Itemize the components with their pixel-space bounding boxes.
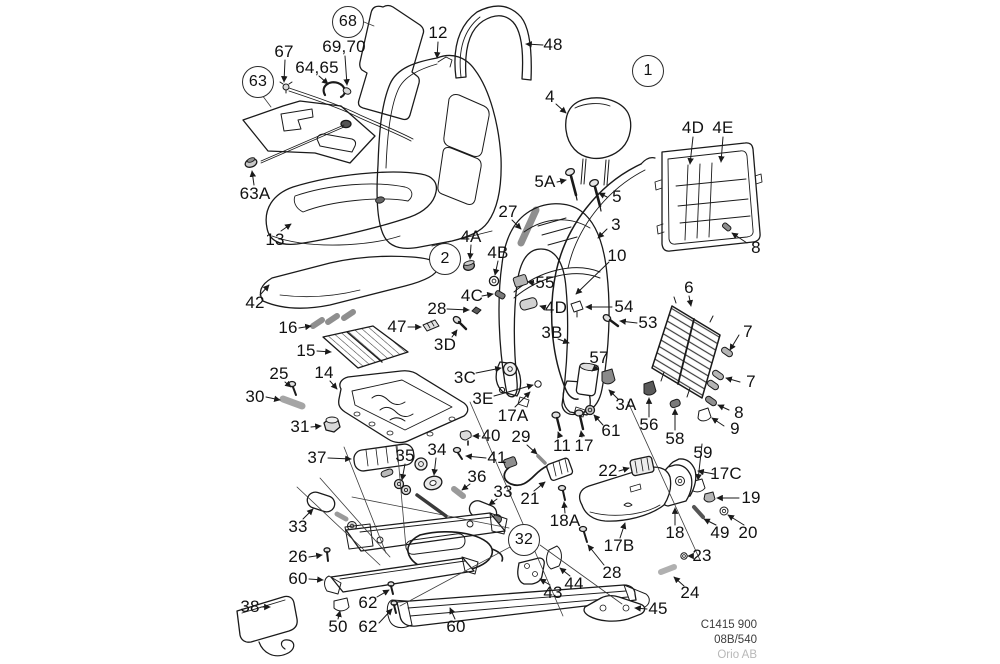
- upper-adjuster-rail: [344, 512, 508, 552]
- cushion-snap: [375, 196, 385, 204]
- screw-18a: [557, 484, 567, 501]
- rail-assembly: [236, 512, 650, 657]
- clip-67: [279, 81, 293, 94]
- backrest-frame-shape: [495, 203, 610, 418]
- knob-31: [323, 416, 341, 433]
- roller-4d: [519, 297, 538, 311]
- frame-fittings: [422, 260, 620, 332]
- cylinder-57: [575, 362, 600, 397]
- clip-40: [459, 430, 472, 446]
- pad-snap: [340, 119, 352, 129]
- bracket-55: [512, 274, 529, 288]
- grouping-lines: [261, 21, 701, 617]
- grommet-4a: [462, 260, 476, 271]
- bushing-3e: [534, 380, 542, 388]
- cushion-clips-16: [310, 309, 356, 329]
- pin-36: [451, 486, 466, 499]
- bracket-45: [583, 594, 646, 622]
- recliner-gear-3c: [502, 361, 518, 377]
- left-fasteners: [279, 380, 341, 433]
- screw-26: [323, 547, 331, 562]
- cable-loop: [407, 531, 504, 573]
- trim-strip-27: [517, 206, 540, 247]
- clip-47: [422, 319, 440, 332]
- bracket-22: [629, 455, 655, 477]
- seat-cushion-shape: [265, 171, 438, 246]
- seat-pan-shape: [338, 370, 469, 444]
- drawing-footer: C1415 900 08B/540 Orio AB: [577, 618, 757, 663]
- screw-25: [287, 380, 297, 396]
- pin-49: [692, 505, 705, 519]
- ring-23: [680, 552, 688, 560]
- middle-rail: [324, 556, 479, 595]
- panel-pin-8: [721, 222, 732, 232]
- bolt-17: [574, 409, 585, 431]
- clip-28: [471, 306, 482, 315]
- clip-19: [703, 491, 716, 503]
- felt-pad-shape: [259, 255, 439, 309]
- clip-56: [643, 380, 657, 396]
- clip-7b: [712, 369, 724, 381]
- motor-37: [353, 443, 428, 472]
- handle-bar: [405, 533, 466, 555]
- clip-9: [697, 407, 712, 422]
- clip-24: [658, 564, 677, 575]
- bolt-28b: [578, 525, 588, 543]
- valance-panel-17b: [578, 466, 672, 522]
- washer-4b: [488, 275, 500, 287]
- pin-29: [536, 454, 547, 465]
- u-trim-shape: [454, 5, 532, 81]
- guide-bolt-5: [588, 178, 602, 212]
- clip-4c: [494, 290, 506, 300]
- screw-3d: [452, 315, 468, 331]
- gear-35: [393, 478, 412, 496]
- gear-34: [423, 475, 443, 491]
- clip-58: [669, 398, 681, 409]
- screw-53: [602, 313, 620, 328]
- torsion-rod: [415, 493, 448, 518]
- clip-30: [279, 395, 306, 410]
- clip-8b: [705, 395, 717, 407]
- lumbar-wire-shape: [550, 157, 656, 400]
- screw-41: [452, 446, 463, 460]
- bottom-rail: [386, 584, 650, 629]
- module-38: [236, 595, 298, 657]
- screw-62b: [390, 600, 398, 614]
- nut-61: [584, 404, 596, 416]
- heating-pad-shape: [242, 81, 414, 168]
- guide-bolt-5a: [564, 167, 578, 201]
- ring-20: [719, 506, 729, 516]
- clip-69-70: [342, 87, 352, 95]
- clip-3a: [601, 368, 616, 385]
- bracket-44: [546, 545, 562, 570]
- document-code: C1415 900: [700, 619, 757, 631]
- bolt-11: [551, 411, 562, 432]
- grommet-63a: [244, 157, 258, 168]
- bracket-50: [333, 597, 350, 612]
- harness-21: [503, 456, 574, 487]
- backrest-pad-shape: [357, 4, 425, 121]
- clip-54: [570, 300, 584, 318]
- motor-33-left: [306, 491, 357, 531]
- bracket-43: [517, 557, 545, 585]
- brand-name: Orio AB: [717, 649, 757, 661]
- suspension-mat-shape: [322, 325, 409, 369]
- leader-lines: [249, 41, 748, 624]
- seat-back-cover-shape: [376, 54, 502, 249]
- headrest-shape: [565, 97, 632, 186]
- back-panel-shape: [654, 142, 763, 252]
- clip-7a: [721, 346, 733, 358]
- screw-62a: [387, 581, 395, 595]
- lumbar-grid-shape: [651, 296, 733, 422]
- side-panels: [557, 455, 729, 575]
- sheet-code: 08B/540: [714, 634, 757, 646]
